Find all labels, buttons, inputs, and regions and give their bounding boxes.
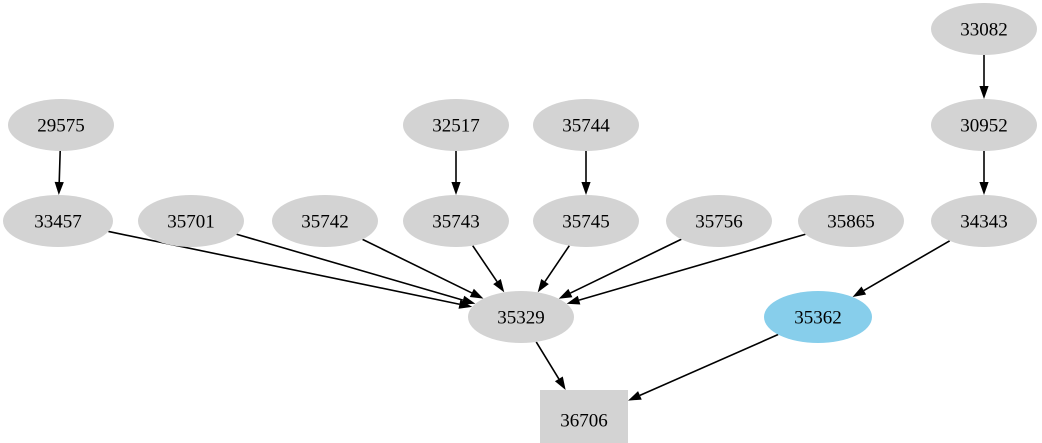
graph-edge-35329-to-36706 (535, 341, 566, 390)
graph-node-36706[interactable]: 36706 (540, 390, 628, 443)
graph-node-33457[interactable]: 33457 (3, 195, 113, 247)
node-shape-35329[interactable] (468, 291, 574, 343)
graph-edge-35362-to-36706 (628, 333, 779, 401)
node-shape-35743[interactable] (403, 195, 509, 247)
node-shape-29575[interactable] (8, 99, 114, 151)
graph-edge-35701-to-35329 (236, 233, 476, 305)
node-shape-32517[interactable] (403, 99, 509, 151)
graph-node-35865[interactable]: 35865 (798, 195, 904, 247)
graph-node-35329[interactable]: 35329 (468, 291, 574, 343)
graph-node-29575[interactable]: 29575 (8, 99, 114, 151)
node-shape-35865[interactable] (798, 195, 904, 247)
graph-edge-35744-to-35745 (581, 151, 591, 195)
graph-edge-29575-to-33457 (54, 150, 64, 195)
node-shape-35744[interactable] (533, 99, 639, 151)
graph-edge-35756-to-35329 (558, 238, 682, 299)
node-shape-35742[interactable] (272, 195, 378, 247)
node-shape-34343[interactable] (931, 195, 1037, 247)
graph-node-35744[interactable]: 35744 (533, 99, 639, 151)
graph-edge-35865-to-35329 (566, 233, 806, 305)
node-shape-33457[interactable] (3, 195, 113, 247)
graph-edge-30952-to-34343 (979, 151, 989, 195)
graph-node-35756[interactable]: 35756 (666, 195, 772, 247)
graph-edge-35743-to-35329 (472, 245, 505, 293)
graph-edge-34343-to-35362 (852, 240, 951, 298)
graph-node-35362[interactable]: 35362 (764, 291, 872, 343)
graph-edge-35745-to-35329 (537, 245, 570, 293)
graph-node-35745[interactable]: 35745 (533, 195, 639, 247)
graph-node-34343[interactable]: 34343 (931, 195, 1037, 247)
node-shape-35745[interactable] (533, 195, 639, 247)
node-shape-33082[interactable] (931, 3, 1037, 55)
graph-node-35742[interactable]: 35742 (272, 195, 378, 247)
graph-edge-35742-to-35329 (362, 238, 484, 299)
graph-edge-32517-to-35743 (451, 151, 461, 195)
node-shape-35756[interactable] (666, 195, 772, 247)
node-shape-36706[interactable] (540, 390, 628, 443)
node-shape-30952[interactable] (931, 99, 1037, 151)
node-shape-35362[interactable] (764, 291, 872, 343)
graph-node-33082[interactable]: 33082 (931, 3, 1037, 55)
node-shape-35701[interactable] (138, 195, 244, 247)
graph-edge-33082-to-30952 (979, 55, 989, 99)
graph-node-35743[interactable]: 35743 (403, 195, 509, 247)
graph-node-30952[interactable]: 30952 (931, 99, 1037, 151)
graph-node-35701[interactable]: 35701 (138, 195, 244, 247)
graph-node-32517[interactable]: 32517 (403, 99, 509, 151)
nodes-layer: 33082 29575 32517 35744 30952 33457 35701 35742… (3, 3, 1037, 443)
